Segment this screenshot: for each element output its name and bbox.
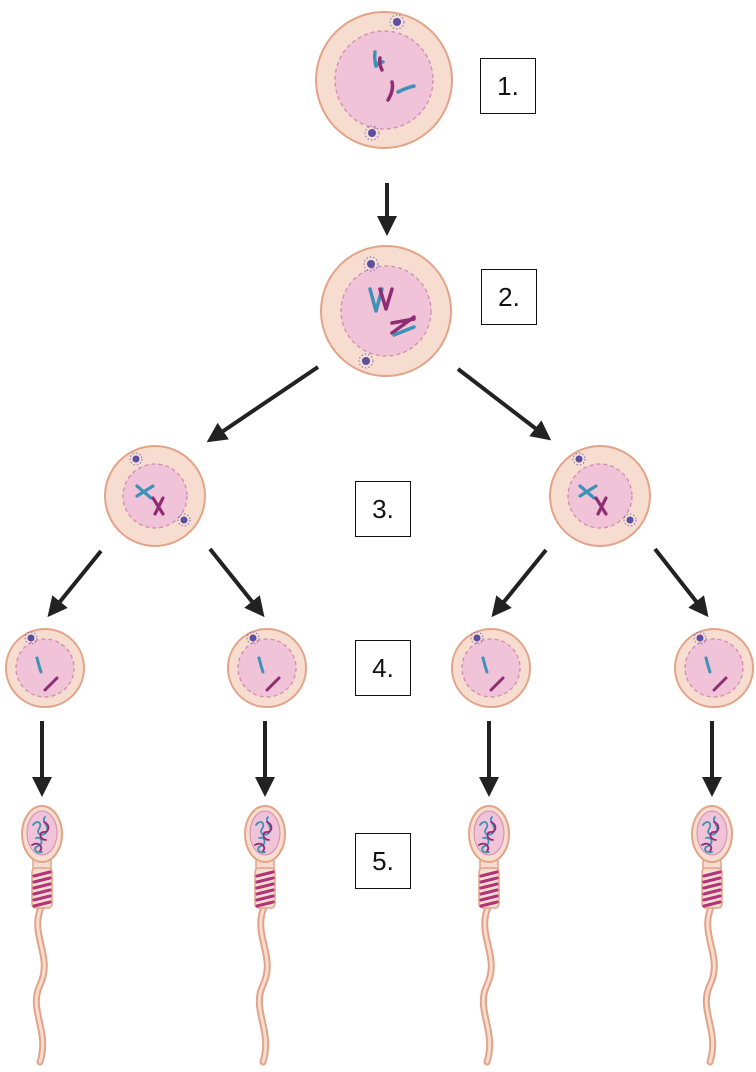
arrow-2-to-3-right [456,367,552,441]
centrosome-icon [177,513,191,527]
arrows [32,183,722,797]
cell-stage-4-c [451,628,531,708]
cell-stage-3-left [104,445,206,547]
stage-label-5: 5. [355,833,411,889]
chromosome-icon [135,484,165,516]
arrow-3r-to-4c [491,548,548,618]
chromosome-icon [372,50,416,102]
arrow-2-to-3-left [206,365,320,443]
chromosome-icon [481,656,505,692]
arrow-3l-to-4b [208,547,265,618]
cell-stage-4-d [674,628,754,708]
arrow-3r-to-4d [653,547,709,618]
stage-label-2: 2. [481,269,537,325]
sperm-cells [21,805,733,1066]
cell-stage-4-a [5,628,85,708]
arrow-3l-to-4a [47,549,103,618]
sperm-cell-icon [244,805,286,1066]
stage-label-4: 4. [355,640,411,696]
chromosome-icon [368,287,416,337]
centrosome-icon [246,631,260,645]
centrosome-icon [389,14,405,30]
centrosome-icon [358,353,374,369]
chromosome-icon [704,656,728,692]
cell-stage-3-right [549,445,651,547]
sperm-cell-icon [468,805,510,1066]
cell-stage-4-b [227,628,307,708]
chromosome-icon [578,484,608,516]
chromosome-icon [35,656,59,692]
centrosome-icon [572,452,586,466]
stage-label-1: 1. [480,58,536,114]
centrosome-icon [470,631,484,645]
centrosome-icon [693,631,707,645]
cell-stage-2 [320,245,452,377]
sperm-cell-icon [691,805,733,1066]
centrosome-icon [363,256,379,272]
cell-stage-1 [315,11,453,149]
stage-label-3: 3. [355,481,411,537]
chromosome-icon [257,656,281,692]
centrosome-icon [623,513,637,527]
centrosome-icon [364,125,380,141]
centrosome-icon [24,631,38,645]
centrosome-icon [129,452,143,466]
sperm-cell-icon [21,805,63,1066]
